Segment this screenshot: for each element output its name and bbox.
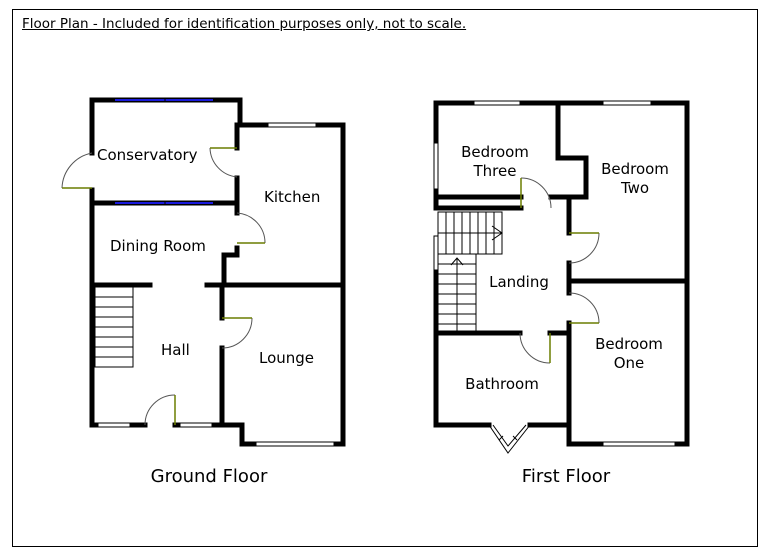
room-label-landing: Landing (489, 273, 549, 291)
conservatory-door-swing (61, 152, 93, 189)
kitchen-door-swing (209, 147, 238, 178)
ground-floor-plan (61, 97, 346, 447)
bedroom-two-door-swing (568, 232, 600, 264)
bedroom-one-door-swing (568, 292, 600, 324)
first-floor-partitions (433, 100, 690, 428)
room-label-hall: Hall (161, 341, 190, 359)
room-label-lounge: Lounge (259, 349, 314, 367)
room-label-kitchen: Kitchen (264, 188, 320, 206)
room-label-bedroom-two-line2: Two (620, 179, 649, 197)
ground-floor-stairs (94, 286, 134, 368)
first-floor-plan (433, 100, 690, 454)
lounge-walls (219, 282, 346, 447)
disclaimer-note: Floor Plan - Included for identification… (22, 16, 467, 32)
ground-floor-label: Ground Floor (151, 466, 268, 487)
room-label-conservatory: Conservatory (97, 146, 198, 164)
bedroom-three-window (473, 100, 521, 106)
room-label-bedroom-three-line2: Three (473, 162, 517, 180)
kitchen-walls (221, 122, 346, 288)
front-door-swing (144, 394, 176, 426)
room-label-bedroom-one-line1: Bedroom (595, 335, 663, 353)
bedroom-three-door-swing (520, 177, 552, 209)
bathroom-bay-window (488, 424, 531, 454)
bedroom-three-side-window (433, 142, 439, 190)
dining-kitchen-door-swing (236, 212, 266, 244)
first-floor-label: First Floor (522, 466, 611, 487)
lounge-door-swing (221, 317, 253, 349)
plan-frame (12, 9, 758, 547)
room-label-bedroom-two-line1: Bedroom (601, 160, 669, 178)
landing-window (433, 235, 439, 271)
first-floor-stairs (437, 211, 503, 333)
conservatory-walls (89, 97, 243, 216)
bedroom-one-window (602, 441, 676, 447)
bedroom-two-window (602, 100, 652, 106)
hall-dining-walls (89, 200, 346, 428)
room-label-dining-room: Dining Room (110, 237, 206, 255)
room-label-bedroom-one-line2: One (614, 354, 645, 372)
bathroom-door-swing (519, 332, 551, 364)
room-label-bedroom-three-line1: Bedroom (461, 143, 529, 161)
room-label-bathroom: Bathroom (465, 375, 539, 393)
